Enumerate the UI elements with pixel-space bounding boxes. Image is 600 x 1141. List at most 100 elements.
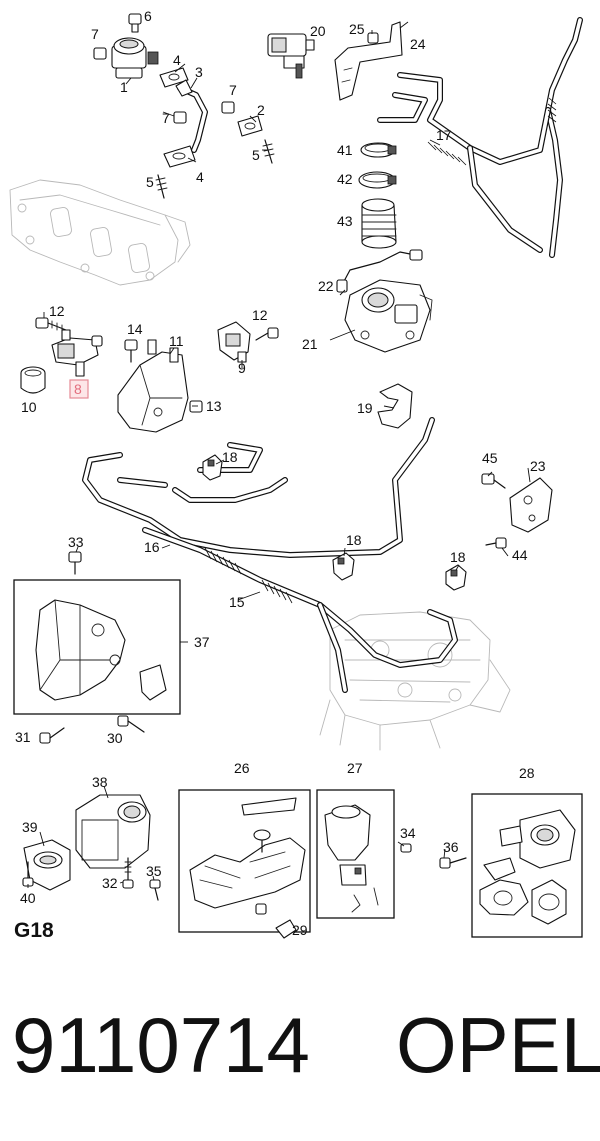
part-27-housing [324, 804, 379, 913]
part-21-throttle-body [344, 279, 433, 353]
part-42-clamp [358, 171, 397, 189]
part-24-bracket [334, 21, 403, 101]
callout-10[interactable]: 10 [21, 399, 37, 415]
callout-11[interactable]: 11 [169, 333, 184, 349]
callout-37[interactable]: 37 [194, 634, 210, 650]
callout-7-right[interactable]: 7 [229, 82, 237, 98]
callout-3[interactable]: 3 [195, 64, 203, 80]
part-41-clamp [360, 142, 397, 158]
callout-8-highlight [69, 379, 89, 399]
callout-7-mid[interactable]: 7 [162, 110, 170, 126]
part-18-clip-mid [332, 552, 355, 581]
frame-26 [178, 789, 311, 933]
callout-18-mid[interactable]: 18 [346, 532, 362, 548]
callout-8[interactable]: 8 [74, 381, 82, 397]
callout-32[interactable]: 32 [102, 875, 118, 891]
callout-45[interactable]: 45 [482, 450, 498, 466]
part-11-bracket [117, 339, 189, 433]
callout-5-right[interactable]: 5 [252, 147, 260, 163]
callout-44[interactable]: 44 [512, 547, 528, 563]
callout-25[interactable]: 25 [349, 21, 365, 37]
part-39-flange [23, 839, 71, 891]
callout-38[interactable]: 38 [92, 774, 108, 790]
callout-26[interactable]: 26 [234, 760, 250, 776]
frame-27 [316, 789, 395, 919]
callout-5-left[interactable]: 5 [146, 174, 154, 190]
part-2-gasket [237, 115, 263, 137]
callout-21[interactable]: 21 [302, 336, 318, 352]
part-22-sensor-wire [336, 249, 423, 293]
part-9-connector [217, 321, 251, 363]
part-5-studs [155, 139, 275, 199]
part-44-bolt [485, 537, 507, 549]
part-18-clip-right [445, 564, 467, 591]
part-4-gaskets [159, 67, 196, 168]
callout-36[interactable]: 36 [443, 839, 459, 855]
part-28-gasket-set [479, 809, 576, 925]
part-8-vacuum-valve [51, 329, 103, 377]
part-30-bolt [117, 715, 145, 733]
part-10-cap [20, 366, 46, 394]
callout-12-right[interactable]: 12 [252, 307, 268, 323]
callout-4-lower[interactable]: 4 [196, 169, 204, 185]
part-26-egr-cooler [189, 797, 306, 915]
part-12-bolt-right [255, 327, 279, 341]
callout-7-upper-left[interactable]: 7 [91, 26, 99, 42]
part-19-clamp [377, 383, 413, 429]
callout-12-left[interactable]: 12 [49, 303, 65, 319]
part-25-bolt [367, 32, 379, 44]
callout-40[interactable]: 40 [20, 890, 36, 906]
callout-29[interactable]: 29 [292, 922, 308, 938]
callout-17[interactable]: 17 [436, 127, 452, 143]
callout-35[interactable]: 35 [146, 863, 162, 879]
part-18-clip-top [202, 454, 223, 481]
callout-33[interactable]: 33 [68, 534, 84, 550]
part-13-nut [189, 400, 203, 413]
callout-18-right[interactable]: 18 [450, 549, 466, 565]
exhaust-manifold-ghost [9, 179, 191, 286]
callout-39[interactable]: 39 [22, 819, 38, 835]
callout-19[interactable]: 19 [357, 400, 373, 416]
callout-18-top[interactable]: 18 [222, 449, 238, 465]
part-16-pipe-upper [82, 417, 435, 558]
callout-1[interactable]: 1 [120, 79, 128, 95]
callout-2[interactable]: 2 [257, 102, 265, 118]
part-6-nut [128, 13, 142, 33]
callout-9[interactable]: 9 [238, 360, 246, 376]
part-32-bolt [122, 857, 134, 889]
part-31-bolt [39, 727, 65, 744]
callout-34[interactable]: 34 [400, 825, 416, 841]
part-45-bolt [481, 473, 506, 489]
part-37-bracket-assembly [35, 599, 167, 701]
callout-23[interactable]: 23 [530, 458, 546, 474]
callout-30[interactable]: 30 [107, 730, 123, 746]
part-14-bolt [124, 339, 138, 363]
callout-14[interactable]: 14 [127, 321, 143, 337]
callout-41[interactable]: 41 [337, 142, 353, 158]
callout-27[interactable]: 27 [347, 760, 363, 776]
callout-24[interactable]: 24 [410, 36, 426, 52]
part-38-throttle-unit [75, 794, 151, 869]
section-code: G18 [14, 919, 54, 942]
callout-4-upper[interactable]: 4 [173, 52, 181, 68]
callout-42[interactable]: 42 [337, 171, 353, 187]
part-23-bracket [509, 477, 553, 533]
callout-28[interactable]: 28 [519, 765, 535, 781]
engine-ghost [319, 611, 511, 751]
callout-31[interactable]: 31 [15, 729, 31, 745]
callout-13[interactable]: 13 [206, 398, 222, 414]
part-15-pipe-lower [142, 527, 458, 693]
callout-43[interactable]: 43 [337, 213, 353, 229]
part-35-bolt [149, 879, 161, 901]
part-3-egr-tube [175, 79, 208, 153]
part-43-hose [361, 198, 397, 249]
callout-labels: 1 2 3 4 4 5 5 6 7 7 7 8 9 10 11 12 12 13… [15, 8, 546, 938]
part-1-egr-valve [111, 37, 159, 79]
part-number: 9110714 [12, 1001, 310, 1089]
callout-15[interactable]: 15 [229, 594, 245, 610]
callout-6[interactable]: 6 [144, 8, 152, 24]
callout-22[interactable]: 22 [318, 278, 334, 294]
callout-20[interactable]: 20 [310, 23, 326, 39]
part-33-bolt [68, 551, 82, 575]
callout-16[interactable]: 16 [144, 539, 160, 555]
